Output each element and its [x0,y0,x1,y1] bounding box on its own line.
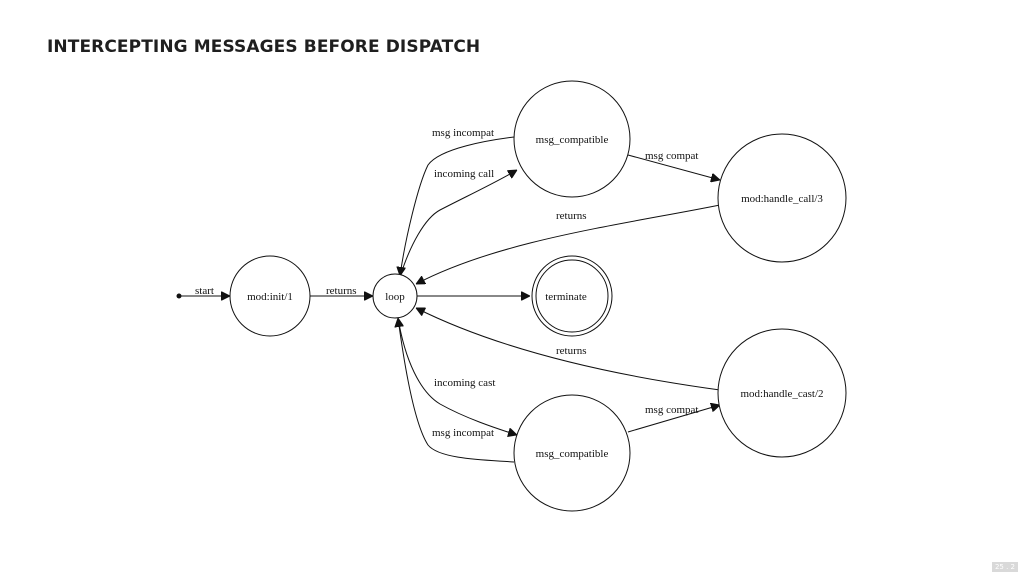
node-handle-cast-label: mod:handle_cast/2 [740,388,823,400]
edge-label-start: start [195,285,214,297]
edge-label-handle-cast-returns: returns [556,345,587,357]
node-init-label: mod:init/1 [247,291,293,303]
edge-label-handle-call-returns: returns [556,210,587,222]
edge-cast-msg-incompat [398,318,515,463]
edge-handle-cast-returns [416,308,721,391]
node-handle-call-circle [717,133,847,263]
edge-label-call-msg-incompat: msg incompat [432,127,494,139]
edge-incoming-call [399,170,517,278]
node-terminate-label: terminate [545,291,587,303]
node-compat-call-circle [513,80,631,198]
edge-label-incoming-cast: incoming cast [434,377,495,389]
page-number: 25 . 2 [991,562,1018,572]
node-terminate-inner-circle [535,259,609,333]
edge-handle-call-returns [416,204,721,284]
edge-label-incoming-call: incoming call [434,168,494,180]
edge-label-cast-msg-incompat: msg incompat [432,427,494,439]
edge-call-msg-incompat [400,136,515,276]
edge-label-init-returns: returns [326,285,357,297]
node-loop-circle [372,273,418,319]
node-compat-cast-circle [513,394,631,512]
edge-call-msg-compat [627,154,720,180]
node-init-circle [229,255,311,337]
node-loop-label: loop [385,291,405,303]
node-compat-cast-label: msg_compatible [536,448,609,460]
node-handle-call-label: mod:handle_call/3 [741,193,823,205]
edge-cast-msg-compat [627,405,720,433]
edge-label-cast-msg-compat: msg compat [645,404,698,416]
node-handle-cast-circle [717,328,847,458]
slide-title: INTERCEPTING MESSAGES BEFORE DISPATCH [47,37,481,57]
node-compat-call-label: msg_compatible [536,134,609,146]
edge-label-call-msg-compat: msg compat [645,150,698,162]
edge-incoming-cast [397,317,517,435]
start-point [176,293,182,299]
